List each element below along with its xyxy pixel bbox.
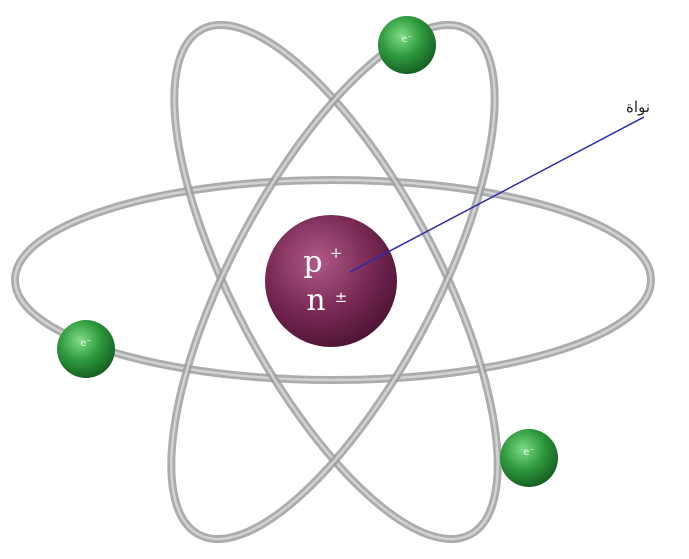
electron-bottom-right: e⁻ <box>500 429 558 487</box>
electron-top: e⁻ <box>378 16 436 74</box>
orbit-tilted-right-highlight <box>170 23 496 541</box>
callout-line <box>349 116 645 273</box>
electron-left: e⁻ <box>57 320 115 378</box>
nucleus-sphere <box>265 215 397 347</box>
electron-label: e⁻ <box>401 34 412 45</box>
electron-label: e⁻ <box>523 447 534 458</box>
nucleus: p + n ± <box>265 215 397 347</box>
orbit-horizontal-highlight <box>13 178 653 382</box>
callout-label: نواة <box>626 98 650 116</box>
orbit-tilted-left-highlight <box>173 23 499 541</box>
nucleus-neutron-charge: ± <box>335 288 348 306</box>
nucleus-proton-charge: + <box>330 244 343 262</box>
nucleus-neutron-symbol: n <box>306 283 325 318</box>
orbits <box>11 20 655 544</box>
electron-label: e⁻ <box>80 338 91 349</box>
nucleus-proton-symbol: p <box>303 245 322 280</box>
